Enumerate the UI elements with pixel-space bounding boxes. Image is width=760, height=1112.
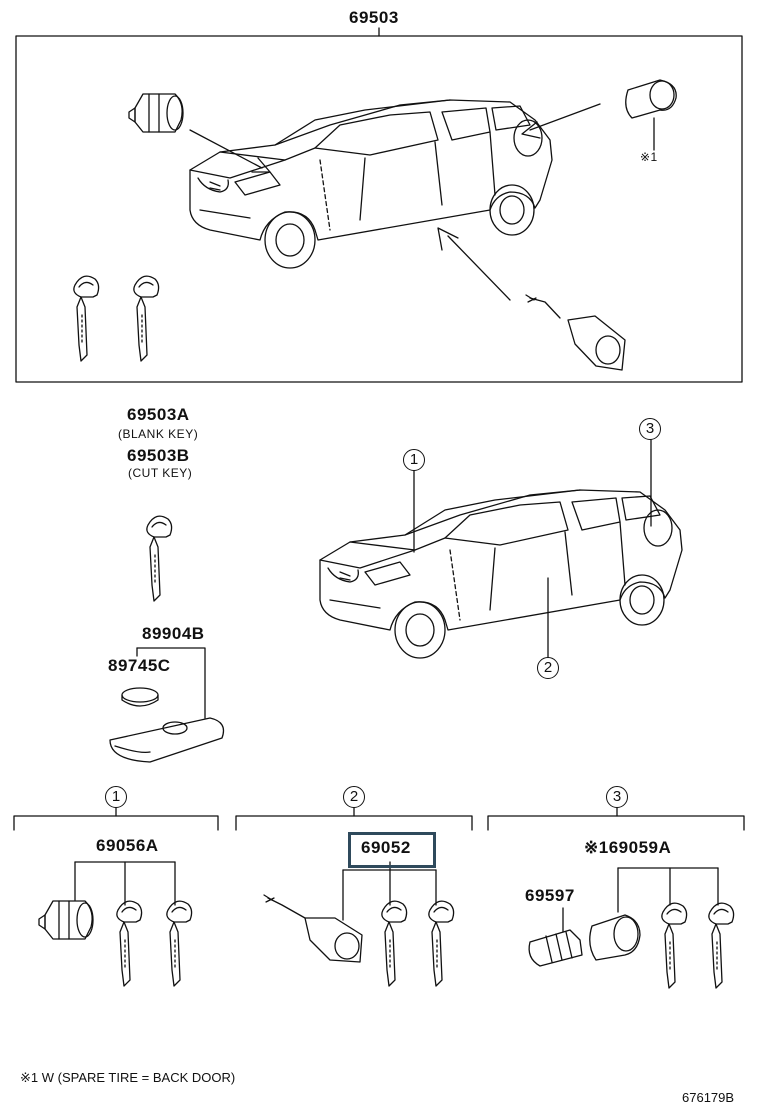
blank-key-label: (BLANK KEY): [118, 427, 199, 441]
section-1-marker: 1: [105, 786, 127, 808]
cut-key-label: (CUT KEY): [128, 466, 193, 480]
selected-part-highlight: [348, 832, 436, 868]
cut-key-part-number[interactable]: 69503B: [127, 446, 190, 465]
assembly-part-number[interactable]: 69503: [349, 8, 399, 27]
callout-3-car: 3: [639, 418, 661, 440]
section-3-part-number[interactable]: ※169059A: [584, 838, 672, 857]
diagram-id: 676179B: [682, 1090, 735, 1105]
section-1-part-number[interactable]: 69056A: [96, 836, 159, 855]
battery-part-number[interactable]: 89745C: [108, 656, 171, 675]
section-2-marker: 2: [343, 786, 365, 808]
footnote: ※1 W (SPARE TIRE = BACK DOOR): [20, 1070, 236, 1085]
section-3-marker: 3: [606, 786, 628, 808]
section-2-part-number[interactable]: 69052: [361, 838, 411, 857]
callout-1-car: 1: [403, 449, 425, 471]
transmitter-part-number[interactable]: 89904B: [142, 624, 205, 643]
cylinder-part-number[interactable]: 69597: [525, 886, 575, 905]
blank-key-part-number[interactable]: 69503A: [127, 405, 190, 424]
callout-2-car: 2: [537, 657, 559, 679]
spare-tire-note-marker: ※1: [640, 150, 658, 164]
